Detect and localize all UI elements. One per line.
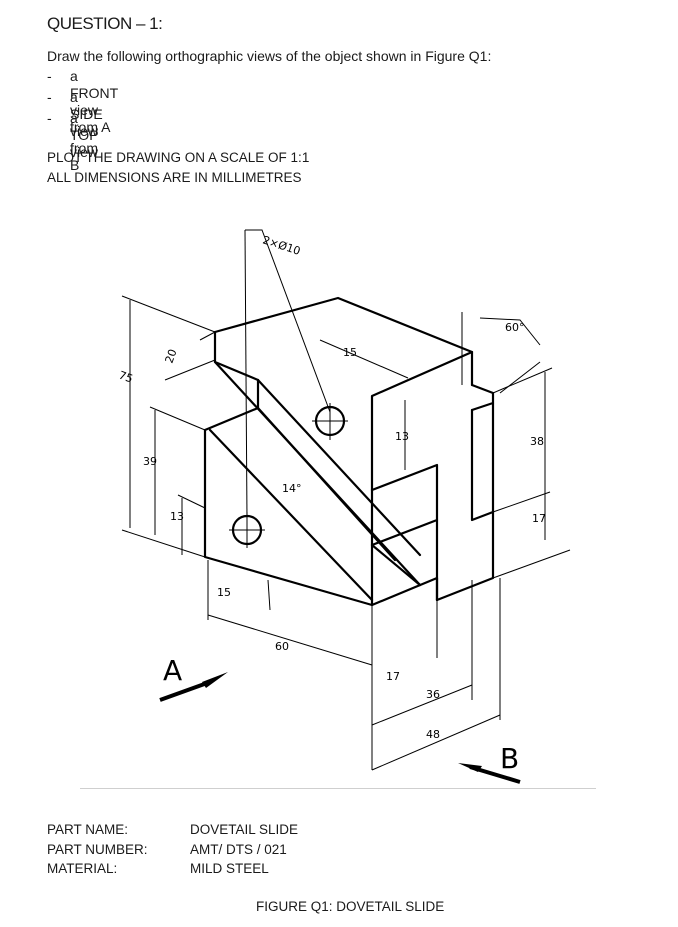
front-view-item: a FRONT view from A	[70, 68, 118, 135]
dim-17-label: 17	[386, 670, 400, 683]
dim-15-top-label: 15	[343, 346, 357, 359]
dim-15-left-label: 15	[217, 586, 231, 599]
isometric-drawing: 2×Ø10 75 39 13 20 15 14° 60 15 13 17 36 …	[117, 229, 571, 784]
material-value: MILD STEEL	[190, 861, 269, 876]
part-name-label: PART NAME:	[47, 822, 129, 837]
dim-20-label: 20	[163, 347, 180, 365]
dim-75-label: 75	[117, 369, 135, 386]
dim-39-label: 39	[143, 455, 157, 468]
dim-60-label: 60	[275, 640, 289, 653]
dimension-lines	[121, 229, 571, 771]
dim-60deg-label: 60°	[505, 321, 525, 334]
dim-13-label: 13	[170, 510, 184, 523]
dim-36-label: 36	[426, 688, 440, 701]
dim-38-label: 38	[530, 435, 544, 448]
units-note: ALL DIMENSIONS ARE IN MILLIMETRES	[47, 170, 302, 185]
material-label: MATERIAL:	[47, 861, 118, 876]
question-title: QUESTION – 1:	[47, 14, 163, 33]
side-view-item: a SIDE view from B	[70, 89, 103, 173]
view-arrows	[159, 672, 521, 784]
dim-14deg-label: 14°	[282, 482, 302, 495]
object-outline	[203, 296, 495, 607]
holes-label: 2×Ø10	[261, 233, 302, 257]
instructions-text: Draw the following orthographic views of…	[47, 48, 492, 64]
view-a-label: A	[163, 654, 182, 687]
top-view-item: a TOP view	[70, 110, 99, 160]
dim-13-right-label: 13	[395, 430, 409, 443]
part-name-value: DOVETAIL SLIDE	[190, 822, 299, 837]
figure-caption: FIGURE Q1: DOVETAIL SLIDE	[256, 899, 445, 914]
part-number-label: PART NUMBER:	[47, 842, 148, 857]
view-b-label: B	[500, 742, 519, 775]
scale-note: PLOT THE DRAWING ON A SCALE OF 1:1	[47, 150, 310, 165]
dim-17-right-label: 17	[532, 512, 546, 525]
part-number-value: AMT/ DTS / 021	[190, 842, 287, 857]
divider	[80, 788, 596, 789]
dim-48-label: 48	[426, 728, 440, 741]
